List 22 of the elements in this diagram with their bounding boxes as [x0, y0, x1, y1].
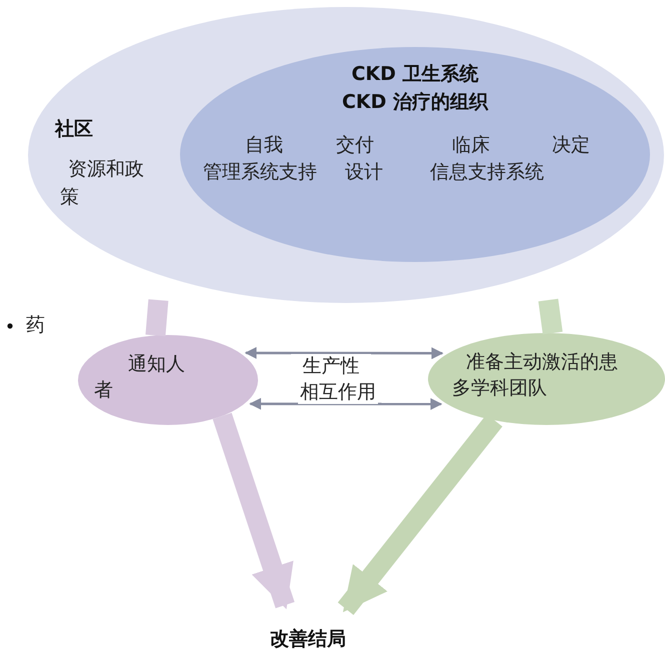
node-text: 临床 [452, 133, 490, 157]
double-arrow [244, 346, 444, 360]
bullet-text: 药 [26, 313, 45, 337]
node-text: 多学科团队 [452, 376, 547, 400]
heading-text: 改善结局 [269, 627, 347, 651]
heading-text: CKD 治疗的组织 [340, 90, 490, 114]
heading-text: CKD 卫生系统 [350, 62, 480, 86]
node-text: 准备主动激活的患 [466, 350, 618, 374]
node-text: 信息支持系统 [430, 160, 544, 184]
node-text: 自我 [245, 133, 283, 157]
node-text: 资源和政 [68, 157, 144, 181]
block-arrow [212, 412, 295, 610]
edge-label: 相互作用 [298, 380, 378, 404]
node-text: 决定 [552, 133, 590, 157]
node-text: 者 [94, 378, 113, 402]
node-text: 交付 [336, 133, 374, 157]
node-text: 管理系统支持 [203, 160, 317, 184]
node-text: 策 [60, 185, 79, 209]
heading-text: 社区 [55, 117, 93, 141]
node-text: 设计 [345, 160, 383, 184]
double-arrow [249, 398, 442, 410]
node-text: 通知人 [128, 352, 185, 376]
